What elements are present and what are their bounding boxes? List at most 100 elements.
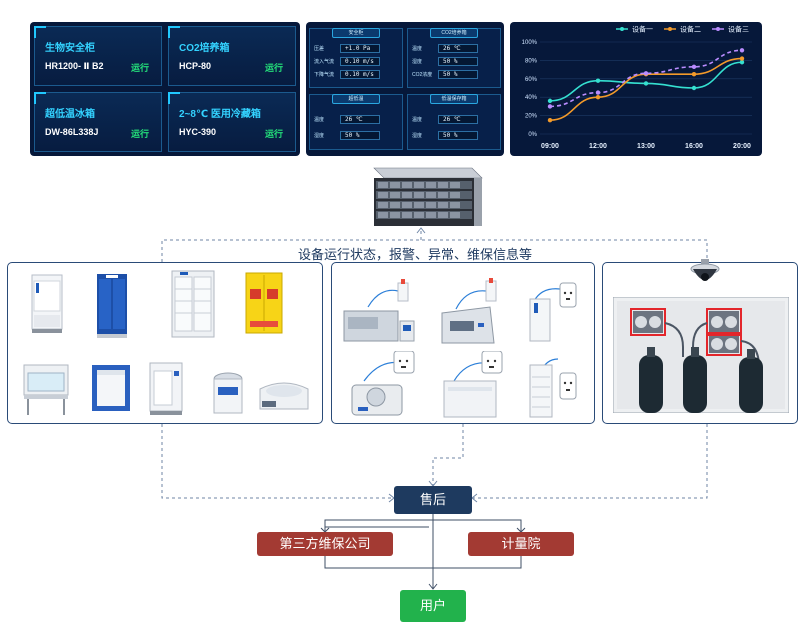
legend-label: 设备二 [680,25,701,34]
reading-label: 湿度 [412,133,423,139]
lab-equipment-panel [7,262,323,424]
reading-value: +1.0 Pa [340,44,380,53]
vertical-freezer-sensor-icon [529,282,577,342]
device-status: 运行 [130,129,149,139]
device-model: HR1200- Ⅱ B2 [45,61,104,71]
autoclave-sterilizer-icon [213,372,243,414]
device-model: DW-86L338J [45,127,99,137]
server-icon [373,167,483,226]
device-status: 运行 [264,63,283,73]
series-point [691,64,697,70]
panel-title: CO2培养箱 [430,28,478,38]
series-point [547,104,553,109]
series-point [739,60,745,65]
series-point [739,48,745,53]
data-flow-label: 设备运行状态，报警、异常、维保信息等 [296,244,535,263]
reading-label: CO2浓度 [412,72,433,78]
drying-oven-icon [149,362,183,415]
y-tick-label: 20% [525,114,538,120]
y-tick-label: 40% [525,95,538,101]
reading-label: 湿度 [412,59,423,65]
x-tick-label: 13:00 [637,143,655,150]
gas-cylinder-cabinet-icon [613,297,789,413]
reading-label: 下降气流 [314,72,335,78]
biosafety-cabinet-icon [23,364,69,415]
y-tick-label: 60% [525,77,538,83]
after-sales-node: 售后 [394,486,472,514]
device-card: 超低温冰箱 DW-86L338J 运行 [34,92,162,152]
legend-marker [620,27,624,31]
device-name: 超低温冰箱 [45,109,95,120]
reading-row: 流入气流 0.10 m/s [314,57,398,67]
series-point [595,90,601,95]
reading-label: 压差 [314,46,325,52]
reading-value: 50 % [438,70,478,79]
lab-instrument-icon [441,278,497,344]
reading-row: 温度 26 ℃ [314,115,398,125]
reading-value: 26 ℃ [340,115,380,124]
series-line [549,49,743,108]
series-point [739,56,745,61]
reading-label: 温度 [412,117,423,123]
box-analyzer-sensor-icon [443,351,503,418]
device-card: 2~8℃ 医用冷藏箱 HYC-390 运行 [168,92,296,152]
surveillance-camera-icon [690,259,720,281]
series-point [691,72,697,77]
panel-title: 安全柜 [332,28,380,38]
reading-value: 50 % [438,57,478,66]
device-name: CO2培养箱 [179,43,230,54]
series-point [691,85,697,91]
reading-label: 温度 [314,117,325,123]
y-tick-label: 80% [525,58,538,64]
reading-label: 流入气流 [314,59,335,65]
device-status: 运行 [130,63,149,73]
reading-row: 压差 +1.0 Pa [314,44,398,54]
centrifuge-icon [259,382,309,410]
series-point [595,95,601,100]
reading-label: 湿度 [314,133,325,139]
y-tick-label: 100% [522,40,538,46]
readings-panel: 低温保存箱 温度 26 ℃ 湿度 50 % [407,94,501,150]
device-card: CO2培养箱 HCP-80 运行 [168,26,296,86]
reading-row: 温度 26 ℃ [412,115,496,125]
third-party-maintenance-node: 第三方维保公司 [257,532,393,556]
flammable-safety-cabinet-icon [245,272,283,334]
x-tick-label: 12:00 [589,143,607,150]
reading-value: 0.10 m/s [340,57,380,66]
reading-row: 湿度 50 % [412,57,496,67]
device-card: 生物安全柜 HR1200- Ⅱ B2 运行 [34,26,162,86]
bench-analyzer-icon [343,279,415,342]
device-name: 2~8℃ 医用冷藏箱 [179,109,261,120]
x-tick-label: 09:00 [541,143,559,150]
device-model: HCP-80 [179,61,212,71]
reading-value: 50 % [438,131,478,140]
y-tick-label: 0% [528,132,537,138]
x-tick-label: 20:00 [733,143,751,150]
reading-value: 26 ℃ [438,115,478,124]
device-status-dashboard: 生物安全柜 HR1200- Ⅱ B2 运行 CO2培养箱 HCP-80 运行 超… [30,22,300,156]
reading-label: 温度 [412,46,423,52]
series-point [643,71,649,76]
medical-refrigerator-sensor-icon [529,358,577,418]
ultra-low-freezer-icon [31,274,63,333]
reading-row: 湿度 50 % [412,131,496,141]
user-node: 用户 [400,590,466,622]
analyzer-equipment-panel [331,262,595,424]
panel-title: 超低温 [332,94,380,104]
thermocycler-sensor-icon [351,351,415,416]
panel-title: 低温保存箱 [430,94,478,104]
legend-label: 设备一 [632,25,653,34]
reading-row: CO2浓度 50 % [412,70,496,80]
series-point [643,81,649,86]
device-status: 运行 [264,129,283,139]
metrology-institute-node: 计量院 [468,532,574,556]
legend-label: 设备三 [728,25,749,34]
